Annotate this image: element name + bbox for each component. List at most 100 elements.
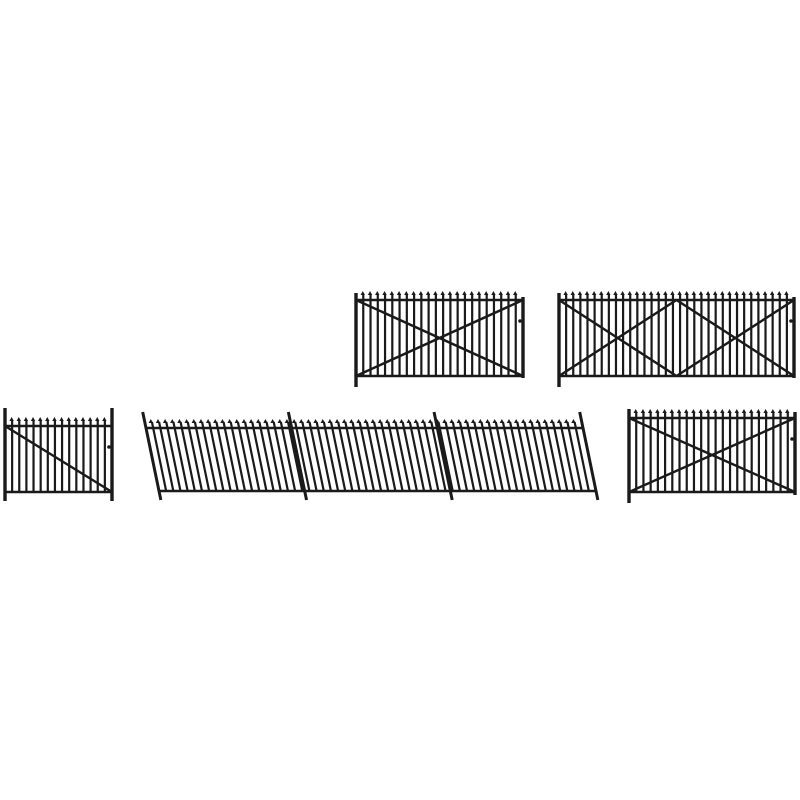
picket-spike [634, 291, 640, 295]
picket [258, 421, 275, 492]
picket-spike [349, 419, 354, 423]
picket-spike [191, 419, 196, 423]
picket [158, 421, 175, 492]
picket-spike [59, 417, 64, 421]
picket-spike [363, 419, 368, 423]
picket-spike [705, 291, 711, 295]
brace [675, 298, 795, 378]
picket-spike [87, 417, 93, 421]
picket-spike [411, 291, 416, 295]
picket-spike [327, 419, 333, 423]
picket [222, 421, 239, 492]
picket-spike [591, 291, 597, 295]
picket-spike [80, 417, 86, 421]
picket [150, 421, 168, 492]
latch-icon [790, 437, 794, 441]
picket-spike [748, 291, 753, 295]
picket-spike [170, 419, 175, 423]
picket-spike [535, 419, 540, 423]
picket [344, 421, 361, 492]
picket-spike [396, 291, 402, 295]
gate-single-cross [354, 291, 525, 387]
picket-spike [741, 291, 746, 295]
picket-spike [556, 419, 562, 423]
picket-spike [542, 419, 548, 423]
picket-spike [469, 291, 474, 295]
picket-spike [599, 291, 604, 295]
picket-spike [763, 409, 768, 413]
picket [351, 421, 368, 492]
picket-spike [447, 291, 453, 295]
picket-spike [762, 291, 768, 295]
picket-spike [633, 409, 638, 413]
picket [286, 421, 304, 492]
picket-spike [148, 419, 154, 423]
picket-spike [52, 417, 57, 421]
picket-spike [677, 291, 682, 295]
picket [337, 421, 354, 492]
picket-spike [485, 419, 490, 423]
picket-spike [712, 291, 718, 295]
fence-post [141, 411, 163, 501]
picket-spike [756, 409, 761, 413]
picket [466, 421, 483, 492]
picket-spike [684, 409, 689, 413]
picket [451, 421, 469, 492]
picket-spike [571, 419, 576, 423]
gate-cross-small [627, 409, 797, 503]
picket-spike [476, 291, 482, 295]
picket [415, 421, 433, 492]
picket [444, 421, 461, 492]
latch-icon [789, 319, 793, 323]
picket-spike [648, 291, 654, 295]
picket-spike [342, 419, 347, 423]
picket [559, 421, 576, 492]
picket [186, 421, 204, 492]
picket-spike [442, 419, 447, 423]
picket-spike [513, 291, 518, 295]
picket [401, 421, 418, 492]
picket-spike [470, 419, 476, 423]
picket [387, 421, 404, 492]
picket [430, 421, 447, 492]
picket-spike [66, 417, 71, 421]
picket-spike [663, 291, 668, 295]
picket-spike [102, 417, 107, 421]
picket [279, 421, 297, 492]
picket-spike [277, 419, 282, 423]
picket-spike [521, 419, 526, 423]
picket [179, 421, 196, 492]
picket-spike [463, 419, 469, 423]
picket [566, 421, 583, 492]
picket [537, 421, 555, 492]
picket [251, 421, 268, 492]
picket-spike [498, 291, 503, 295]
picket-spike [684, 291, 689, 295]
picket [208, 421, 225, 492]
picket-spike [584, 291, 590, 295]
picket-spike [425, 291, 431, 295]
picket [523, 421, 540, 492]
picket [172, 421, 189, 492]
latch-icon [107, 445, 111, 449]
fence-post [286, 411, 308, 501]
picket-spike [37, 417, 43, 421]
picket-spike [389, 291, 395, 295]
picket-spike [306, 419, 311, 423]
picket-spike [662, 409, 667, 413]
gate-double-cross [557, 291, 796, 387]
picket-spike [370, 419, 376, 423]
picket-spike [377, 419, 383, 423]
picket-spike [213, 419, 218, 423]
picket-spike [360, 291, 365, 295]
picket-spike [454, 291, 460, 295]
picket [423, 421, 440, 492]
picket [408, 421, 426, 492]
picket-spike [334, 419, 340, 423]
picket-spike [727, 409, 732, 413]
picket-spike [748, 409, 754, 413]
picket [437, 421, 454, 492]
picket-spike [676, 409, 682, 413]
picket-spike [513, 419, 519, 423]
